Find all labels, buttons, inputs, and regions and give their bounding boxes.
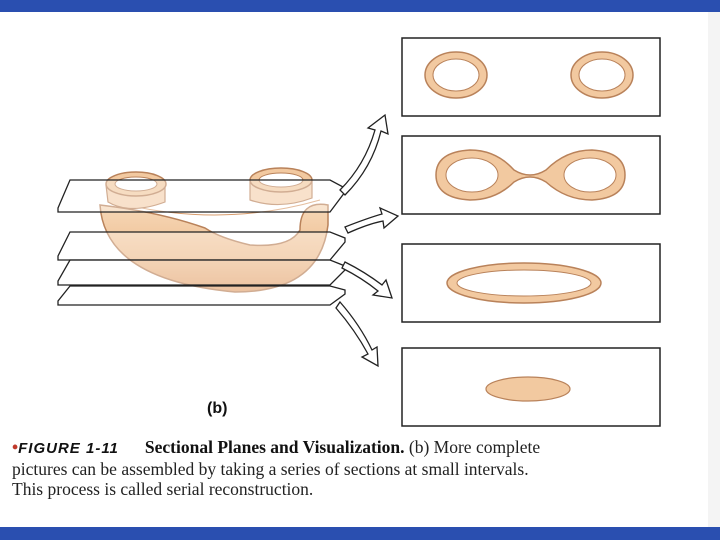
top-frame-bar (0, 0, 720, 12)
serial-section-figure: (b) (0, 12, 708, 437)
section-panel-2 (402, 136, 660, 214)
arrow-1 (340, 115, 388, 195)
right-frame-edge (708, 12, 720, 527)
arrow-4 (336, 302, 378, 366)
arrow-3 (342, 262, 392, 298)
caption-line-2: pictures can be assembled by taking a se… (12, 459, 702, 479)
bottom-frame-bar (0, 527, 720, 540)
arrow-2 (345, 208, 398, 233)
plane-4 (58, 286, 345, 305)
plane-2 (58, 232, 345, 260)
section-panel-3 (402, 244, 660, 322)
plane-3 (58, 260, 345, 285)
panel-label: (b) (207, 400, 227, 417)
caption-text-1: (b) More complete (409, 437, 540, 457)
caption-line-3: This process is called serial reconstruc… (12, 479, 702, 499)
figure-title: Sectional Planes and Visualization. (145, 437, 405, 457)
figure-number: FIGURE 1-11 (18, 440, 119, 457)
section-panel-4 (402, 348, 660, 426)
plane-1 (58, 180, 345, 212)
sectional-planes (58, 180, 345, 305)
section-panel-1 (402, 38, 660, 116)
